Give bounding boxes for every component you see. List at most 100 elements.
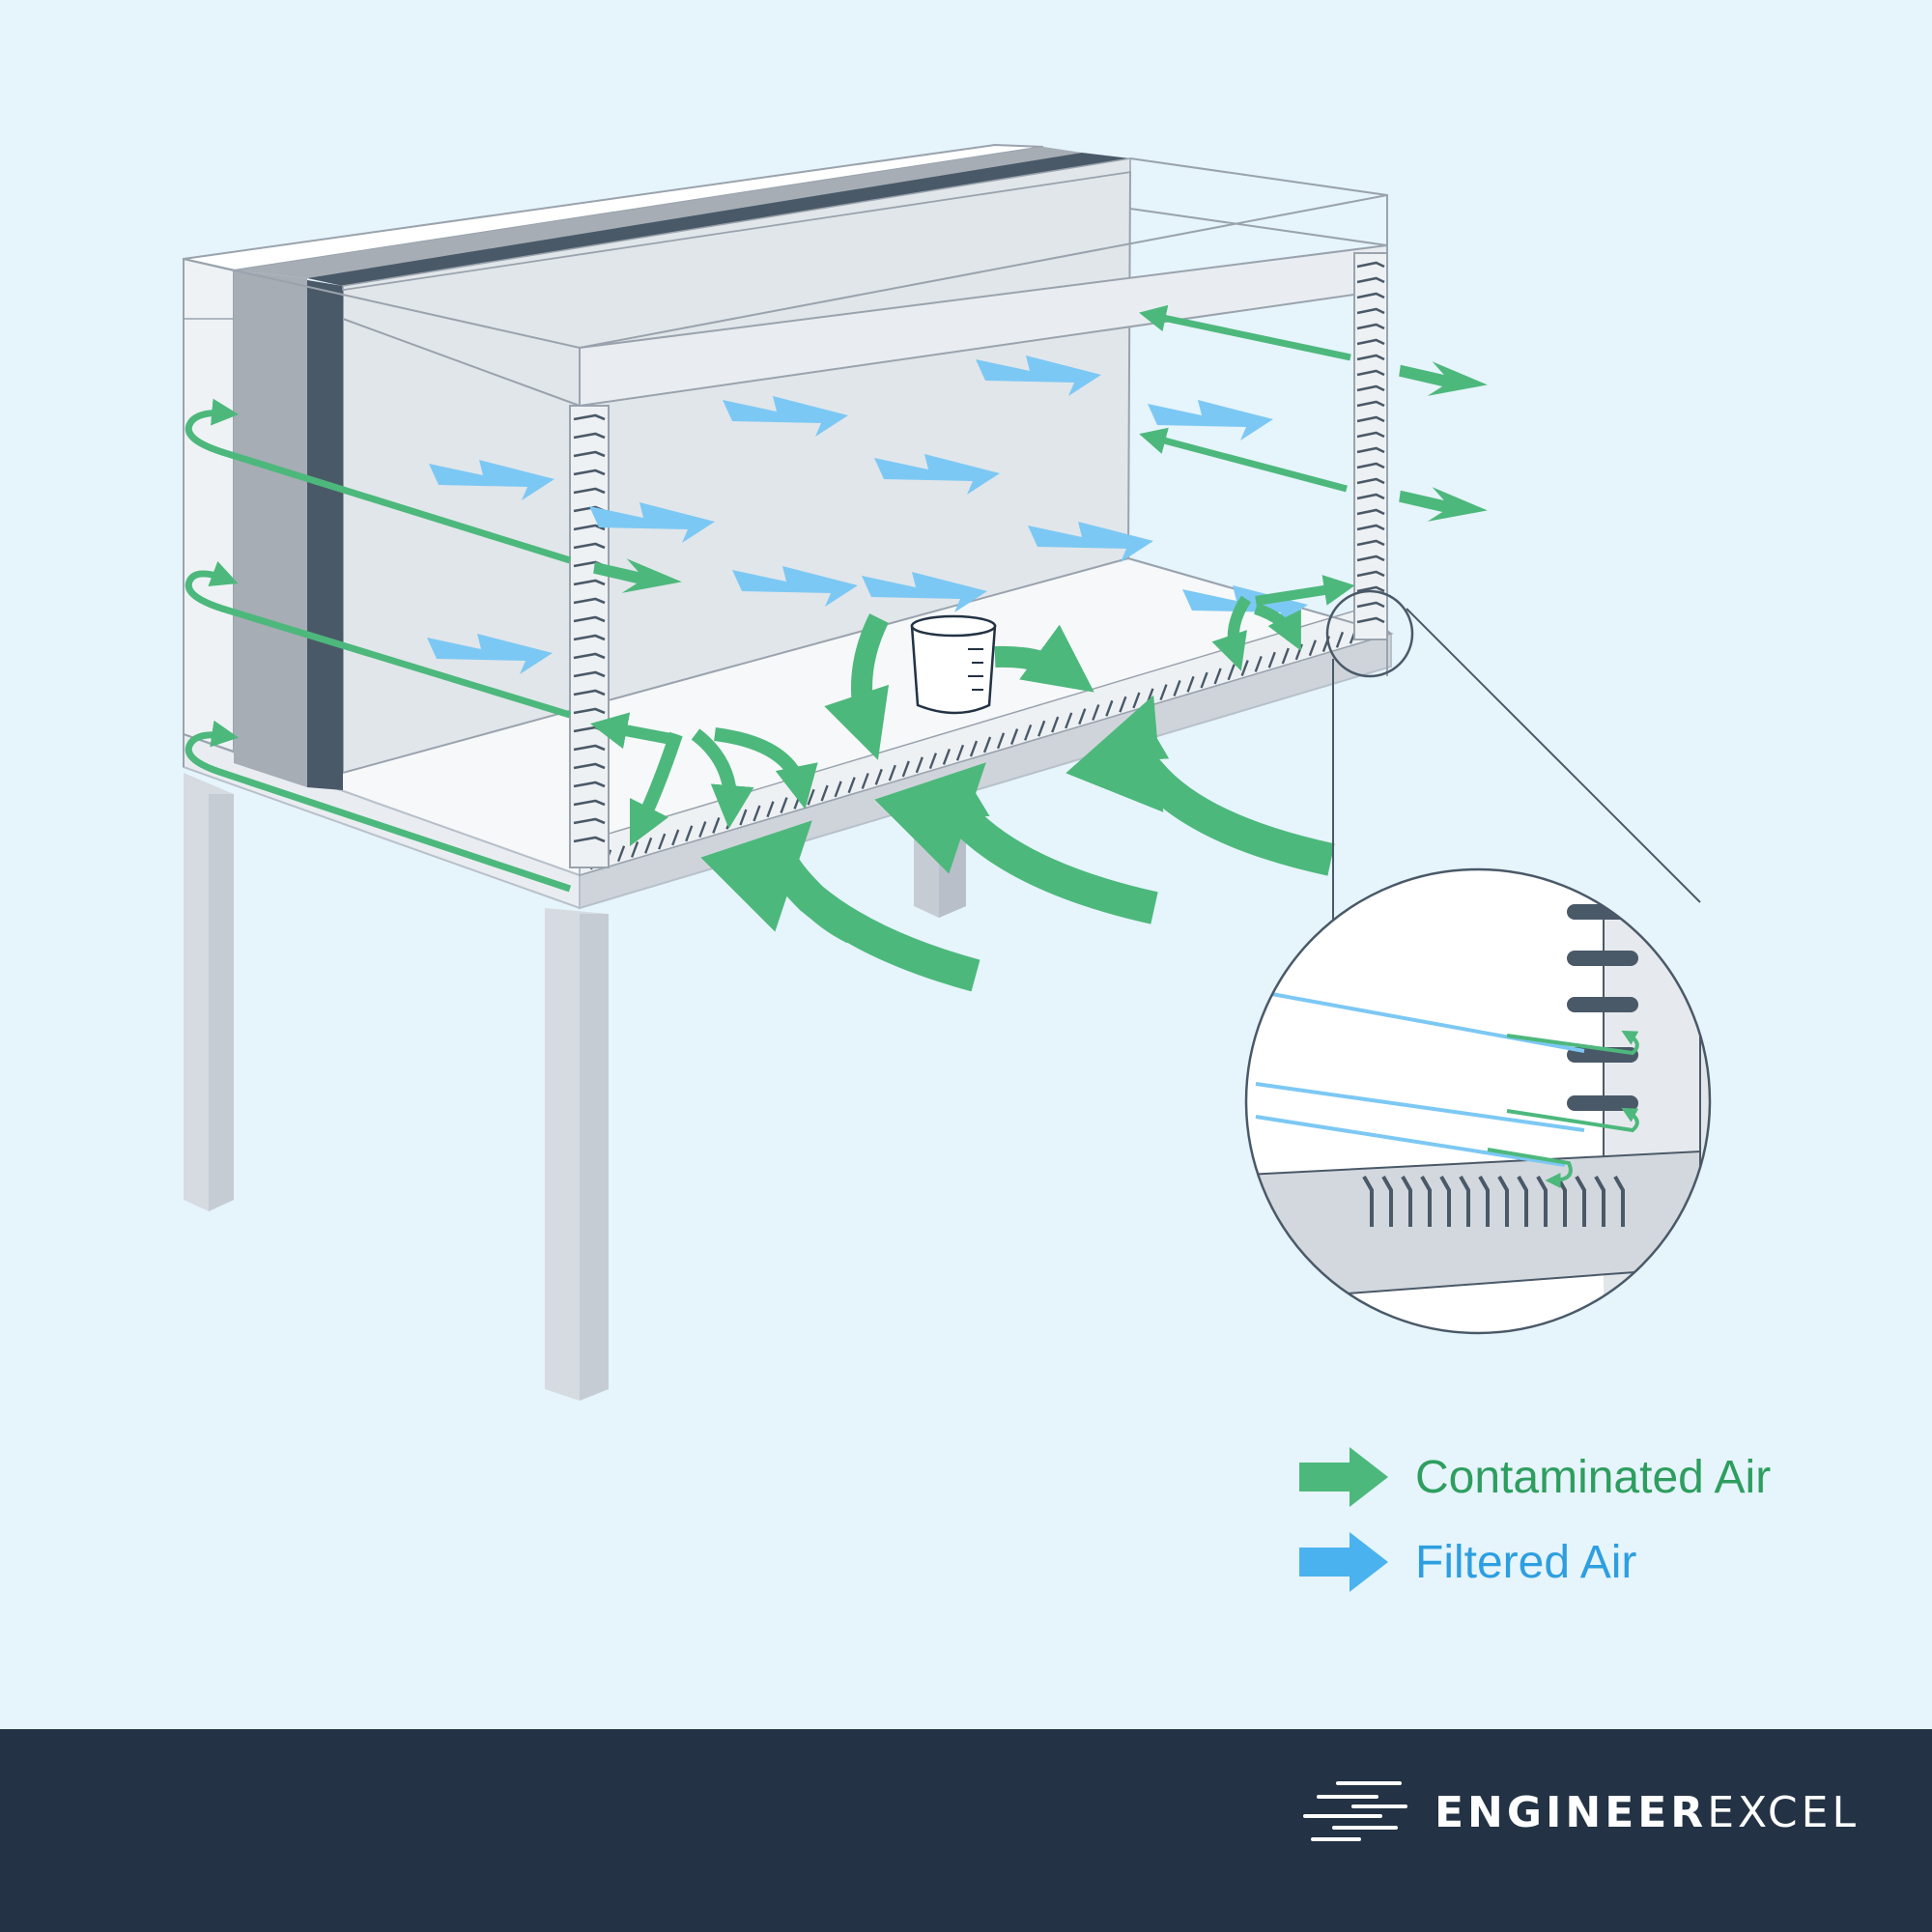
intake-line-upper bbox=[1139, 304, 1351, 361]
footer-bar bbox=[0, 1729, 1932, 1932]
grille-slot bbox=[820, 784, 829, 802]
speed-lines-icon bbox=[1303, 1781, 1407, 1841]
grille-slot bbox=[996, 732, 1006, 750]
intake-line-lower bbox=[1139, 427, 1348, 493]
post-slot bbox=[1356, 323, 1385, 330]
post-slot bbox=[1356, 400, 1385, 408]
post-slot bbox=[573, 450, 606, 458]
corner-left-1 bbox=[629, 731, 683, 847]
beaker-sideflow bbox=[994, 624, 1094, 693]
green-arrow-icon bbox=[1299, 1447, 1388, 1507]
zoom-contaminated-1 bbox=[1506, 1030, 1639, 1056]
zoom-grille-slot bbox=[1613, 1176, 1625, 1227]
post-slot bbox=[1356, 276, 1385, 284]
grille-slot bbox=[1213, 668, 1222, 685]
zoom-contaminated-3 bbox=[1487, 1148, 1573, 1188]
zoom-filtered-line-2 bbox=[1255, 1082, 1585, 1132]
corner-left-3 bbox=[714, 727, 818, 810]
intake-arrows-outside bbox=[593, 361, 1488, 593]
zoom-grille-slot bbox=[1401, 1176, 1412, 1227]
fume-hood-airflow-diagram bbox=[183, 143, 1712, 1401]
post-slot bbox=[573, 432, 606, 440]
legend-contaminated: Contaminated Air bbox=[1299, 1447, 1771, 1507]
sweep-arrow-4 bbox=[762, 833, 854, 944]
grille-slot bbox=[1254, 655, 1263, 672]
beaker-icon bbox=[910, 614, 997, 715]
post-slot bbox=[573, 817, 606, 825]
post-slot bbox=[1356, 554, 1385, 562]
grille-slot bbox=[955, 744, 965, 761]
post-slot bbox=[1356, 601, 1385, 609]
beaker-downflow bbox=[824, 613, 890, 760]
post-slot bbox=[573, 670, 606, 678]
zoom-grille-slot bbox=[1381, 1176, 1393, 1227]
post-slot bbox=[573, 524, 606, 531]
zoom-contaminated-2 bbox=[1506, 1107, 1639, 1133]
corner-left-2 bbox=[691, 728, 754, 829]
post-slot bbox=[573, 652, 606, 660]
post-slot bbox=[573, 597, 606, 605]
grille-slot bbox=[766, 801, 775, 818]
grille-slot bbox=[834, 781, 842, 798]
zoom-post-slot bbox=[1567, 1095, 1638, 1111]
legend-label-filtered: Filtered Air bbox=[1415, 1536, 1637, 1588]
recirc-loop-middle bbox=[185, 560, 572, 719]
post-slot bbox=[573, 542, 606, 550]
post-slot bbox=[573, 469, 606, 476]
post-slot bbox=[1356, 369, 1385, 377]
corner-left-in bbox=[589, 712, 678, 750]
post-slot bbox=[1356, 585, 1385, 593]
grille-slot bbox=[1037, 720, 1046, 737]
zoom-grille-slot bbox=[1439, 1176, 1451, 1227]
sweep-arrow-6 bbox=[1125, 717, 1201, 818]
grille-slot bbox=[1009, 728, 1019, 745]
grille-slot bbox=[1051, 716, 1060, 733]
post-slot bbox=[573, 799, 606, 807]
grille-slot bbox=[1186, 675, 1195, 693]
front-post-left bbox=[569, 405, 610, 868]
contaminated-air-arrows bbox=[185, 304, 1355, 992]
grille-slot bbox=[671, 829, 680, 846]
recirc-loop-bottom bbox=[185, 720, 572, 893]
post-slot bbox=[1356, 354, 1385, 361]
recirc-loop-top bbox=[185, 398, 572, 564]
filtered-air-arrow bbox=[874, 454, 1000, 495]
zoom-callout bbox=[1244, 589, 1712, 1335]
grille-slot bbox=[1335, 631, 1345, 648]
grille-slot bbox=[616, 845, 626, 863]
zoom-filtered-line-1 bbox=[1255, 989, 1585, 1053]
post-slot bbox=[573, 579, 606, 586]
grille-slot bbox=[861, 773, 869, 789]
zoom-post-slot bbox=[1567, 951, 1638, 966]
post-slot bbox=[1356, 415, 1385, 423]
post-slot bbox=[1356, 307, 1385, 315]
zoom-grille-slot bbox=[1459, 1176, 1470, 1227]
zoom-grille-slot bbox=[1594, 1176, 1605, 1227]
filtered-air-arrow bbox=[723, 396, 848, 437]
post-slot bbox=[1356, 477, 1385, 485]
grille-slot bbox=[1023, 724, 1033, 741]
grille-slot bbox=[982, 736, 992, 753]
post-slot bbox=[573, 487, 606, 495]
post-slot bbox=[1356, 539, 1385, 547]
blue-arrow-icon bbox=[1299, 1532, 1388, 1592]
post-slot bbox=[573, 836, 606, 843]
grille-slot bbox=[969, 740, 979, 757]
grille-slot bbox=[685, 825, 694, 842]
grille-slot bbox=[1308, 639, 1317, 657]
grille-slot bbox=[847, 777, 856, 794]
brand-logo: ENGINEEREXCEL bbox=[1299, 1777, 1860, 1847]
post-slot bbox=[1356, 508, 1385, 516]
zoom-grille-slot bbox=[1420, 1176, 1432, 1227]
post-slot bbox=[1356, 570, 1385, 578]
zoom-post-slot bbox=[1567, 997, 1638, 1012]
post-slot bbox=[573, 689, 606, 696]
filtered-air-arrow bbox=[427, 634, 553, 674]
zoom-grille-slot bbox=[1575, 1176, 1586, 1227]
filtered-air-arrow bbox=[589, 502, 715, 543]
brand-name-bold: ENGINEER bbox=[1435, 1787, 1708, 1837]
zoom-filtered-line-3 bbox=[1255, 1115, 1566, 1167]
corner-right-3 bbox=[1255, 575, 1355, 606]
post-slot bbox=[573, 413, 606, 421]
grille-slot bbox=[942, 749, 952, 765]
